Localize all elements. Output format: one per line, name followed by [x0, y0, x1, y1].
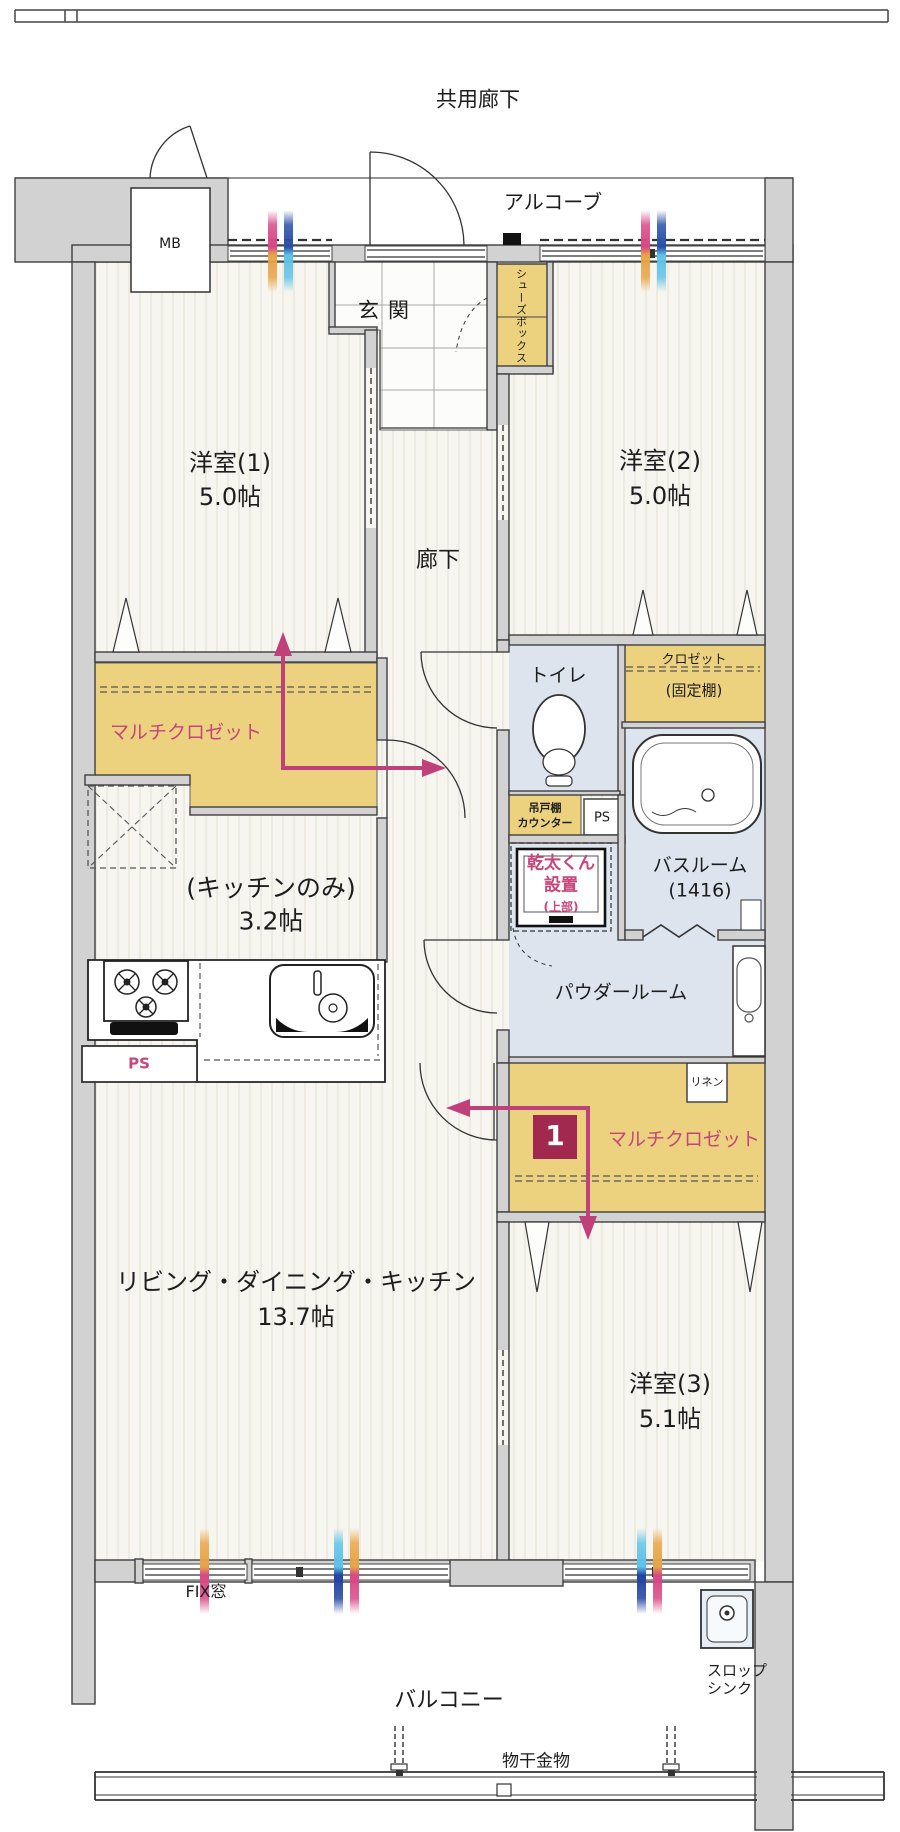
- fixed-closet-area: [621, 644, 766, 723]
- walls: [14, 177, 794, 1831]
- balcony-rail: [94, 1726, 885, 1801]
- corridor-rails: [14, 9, 889, 23]
- kitchen-sink: [269, 964, 375, 1038]
- bathtub: [632, 734, 762, 931]
- linen-closet: [686, 1062, 728, 1103]
- route-arrow-2: [464, 1106, 590, 1222]
- intercom-mark: [503, 233, 521, 245]
- window-room2: [539, 238, 766, 262]
- closets: [94, 263, 766, 1213]
- toilet-door: [420, 651, 498, 729]
- fixtures: [510, 694, 766, 1649]
- route-arrow-1: [281, 650, 428, 770]
- window-marker-stripes: [200, 210, 666, 1614]
- ldk-door: [419, 1062, 498, 1141]
- genkan-tiles: [331, 261, 488, 431]
- slop-sink: [700, 1589, 754, 1649]
- laundry-bracket-right: [662, 1726, 680, 1776]
- entrance-doorway: [364, 233, 521, 262]
- powder-room-door: [423, 939, 498, 1014]
- gas-stove: [103, 960, 189, 1035]
- kitchen-counter: [81, 785, 386, 1083]
- washer-dryer-space: [510, 842, 612, 932]
- window-fix: [142, 1563, 248, 1581]
- laundry-bracket-left: [390, 1726, 408, 1776]
- windows: [142, 233, 766, 1581]
- shoebox-swing: [455, 297, 488, 353]
- entrance-door: [369, 151, 465, 246]
- route-badge: [533, 1115, 577, 1159]
- vanity: [732, 945, 766, 1057]
- shoe-box: [493, 263, 549, 369]
- sliding-doors: [366, 368, 508, 1445]
- door-swings: [112, 125, 763, 1293]
- route-arrows: [274, 632, 597, 1240]
- hanging-cupboard-counter: [508, 794, 582, 836]
- meter-box: [130, 187, 211, 293]
- ps-shaft-kitchen: [81, 1045, 198, 1083]
- meter-box-door: [149, 125, 208, 179]
- bathroom-folding-door: [642, 924, 716, 938]
- closet-door-triangles: [112, 589, 763, 1293]
- closet-pass-door: [386, 739, 466, 819]
- refrigerator-space: [87, 785, 177, 869]
- ps-shaft-bath: [583, 798, 621, 836]
- toilet-fixture: [532, 694, 586, 787]
- window-room1: [227, 238, 333, 262]
